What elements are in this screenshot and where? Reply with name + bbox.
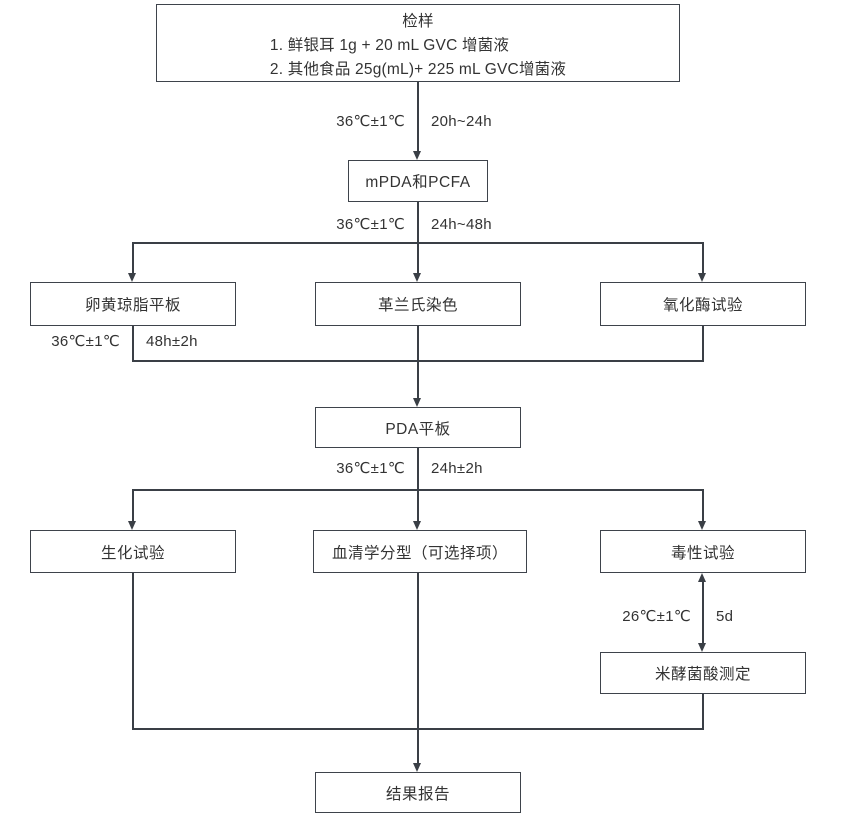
arrowhead-down-icon xyxy=(413,273,421,282)
edge-label-time: 48h±2h xyxy=(146,333,198,350)
node-oxidase-test: 氧化酶试验 xyxy=(600,282,806,326)
node-mpda-pcfa: mPDA和PCFA xyxy=(348,160,488,202)
edge-label-time: 24h±2h xyxy=(431,460,483,477)
connector-biochem-merge xyxy=(132,573,134,729)
node-serotyping-label: 血清学分型（可选择项） xyxy=(331,544,508,562)
edge-label-temp: 36℃±1℃ xyxy=(336,460,405,477)
connector-serotyping-report xyxy=(417,573,419,763)
connector-bongkrekic-merge xyxy=(702,694,704,729)
edge-label-time: 5d xyxy=(716,608,734,625)
node-mpda-pcfa-label: mPDA和PCFA xyxy=(365,174,471,191)
node-serotyping: 血清学分型（可选择项） xyxy=(313,530,527,573)
node-sample-details: 1. 鲜银耳 1g + 20 mL GVC 增菌液 2. 其他食品 25g(mL… xyxy=(270,34,566,82)
connector-branch-serotyping xyxy=(417,489,419,522)
node-report-label: 结果报告 xyxy=(385,785,450,803)
edge-label-temp: 36℃±1℃ xyxy=(51,333,120,350)
arrowhead-down-icon xyxy=(698,273,706,282)
node-toxicity-test: 毒性试验 xyxy=(600,530,806,573)
edge-label-temp: 36℃±1℃ xyxy=(336,113,405,130)
connector-egg-yolk-merge xyxy=(132,326,134,361)
arrowhead-down-icon xyxy=(698,521,706,530)
node-pda-plate: PDA平板 xyxy=(315,407,521,448)
arrowhead-down-icon xyxy=(128,273,136,282)
node-sample-item-1: 1. 鲜银耳 1g + 20 mL GVC 增菌液 xyxy=(269,37,510,54)
node-bongkrekic-acid: 米酵菌酸测定 xyxy=(600,652,806,694)
node-bongkrekic-acid-label: 米酵菌酸测定 xyxy=(654,666,751,683)
connector-pda-branch xyxy=(417,448,419,490)
connector-branch-oxidase xyxy=(702,242,704,274)
connector-mpda-branch xyxy=(417,202,419,243)
edge-label-time: 20h~24h xyxy=(431,113,492,130)
node-gram-stain: 革兰氏染色 xyxy=(315,282,521,326)
arrowhead-down-icon xyxy=(413,521,421,530)
connector-gram-pda xyxy=(417,326,419,399)
node-report: 结果报告 xyxy=(315,772,521,813)
node-egg-yolk-agar-label: 卵黄琼脂平板 xyxy=(84,297,181,314)
node-gram-stain-label: 革兰氏染色 xyxy=(377,297,458,314)
connector-branch-biochem xyxy=(132,489,134,522)
node-sample-title: 检样 xyxy=(402,13,434,30)
node-egg-yolk-agar: 卵黄琼脂平板 xyxy=(30,282,236,326)
arrowhead-down-icon xyxy=(413,398,421,407)
node-toxicity-test-label: 毒性试验 xyxy=(670,544,735,562)
node-oxidase-test-label: 氧化酶试验 xyxy=(662,297,743,314)
edge-label-time: 24h~48h xyxy=(431,216,492,233)
arrowhead-down-icon xyxy=(413,151,421,160)
arrowhead-down-icon xyxy=(128,521,136,530)
node-sample: 检样 1. 鲜银耳 1g + 20 mL GVC 增菌液 2. 其他食品 25g… xyxy=(156,4,680,82)
node-sample-item-2: 2. 其他食品 25g(mL)+ 225 mL GVC增菌液 xyxy=(269,61,567,78)
edge-label-temp: 26℃±1℃ xyxy=(622,608,691,625)
arrowhead-down-icon xyxy=(413,763,421,772)
node-pda-plate-label: PDA平板 xyxy=(385,420,451,438)
node-biochemical-test-label: 生化试验 xyxy=(100,544,165,562)
connector-sample-mpda xyxy=(417,82,419,152)
connector-oxidase-merge xyxy=(702,326,704,361)
connector-branch-gram xyxy=(417,242,419,274)
arrowhead-up-icon xyxy=(698,573,706,582)
arrowhead-down-icon xyxy=(698,643,706,652)
connector-toxicity-bongkrekic xyxy=(702,581,704,644)
connector-branch-egg-yolk xyxy=(132,242,134,274)
connector-branch-toxicity xyxy=(702,489,704,522)
edge-label-temp: 36℃±1℃ xyxy=(336,216,405,233)
node-biochemical-test: 生化试验 xyxy=(30,530,236,573)
